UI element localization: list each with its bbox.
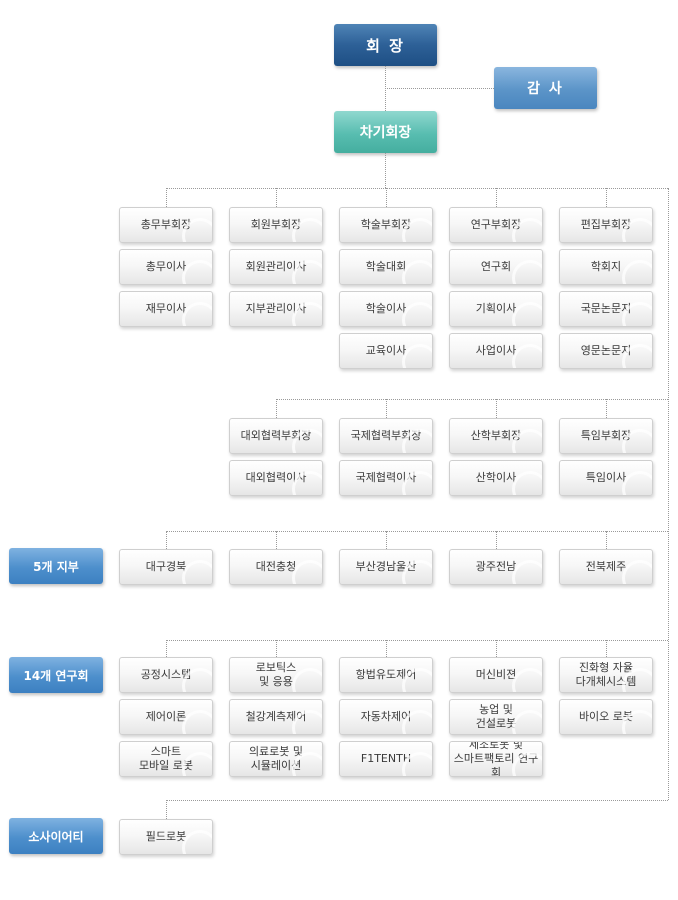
branch-box[interactable]: 광주전남 <box>449 549 543 585</box>
committees-bus <box>166 188 668 189</box>
societies-label[interactable]: 소사이어티 <box>9 818 103 854</box>
research-drop-connector <box>386 640 387 657</box>
committee-box[interactable]: 국문논문지 <box>559 291 653 327</box>
research-group-box[interactable]: 철강계측제어 <box>229 699 323 735</box>
branch-box[interactable]: 부산경남울산 <box>339 549 433 585</box>
committee-2-box[interactable]: 특임이사 <box>559 460 653 496</box>
research-group-box[interactable]: 의료로봇 및 시뮬레이션 <box>229 741 323 777</box>
committee-2-box[interactable]: 대외협력부회장 <box>229 418 323 454</box>
committee-box[interactable]: 학술이사 <box>339 291 433 327</box>
committee-box[interactable]: 학회지 <box>559 249 653 285</box>
branch-box[interactable]: 대구경북 <box>119 549 213 585</box>
auditor-label: 감 사 <box>527 81 564 97</box>
vice-president-label: 차기회장 <box>359 125 412 141</box>
committee-2-box[interactable]: 산학이사 <box>449 460 543 496</box>
research-group-box[interactable]: 농업 및 건설로봇 <box>449 699 543 735</box>
research-group-box[interactable]: 항법유도제어 <box>339 657 433 693</box>
committee-2-drop-connector <box>496 399 497 418</box>
committee-drop-connector <box>496 188 497 207</box>
committee-box[interactable]: 총무이사 <box>119 249 213 285</box>
committee-2-box[interactable]: 특임부회장 <box>559 418 653 454</box>
societies-label-text: 소사이어티 <box>28 829 84 844</box>
spine-connector <box>668 188 669 800</box>
president-box[interactable]: 회 장 <box>334 24 437 66</box>
committee-box[interactable]: 연구회 <box>449 249 543 285</box>
committee-2-drop-connector <box>276 399 277 418</box>
research-group-box[interactable]: 자동차제어 <box>339 699 433 735</box>
research-bus <box>166 640 668 641</box>
research-group-box[interactable]: 제어이론 <box>119 699 213 735</box>
committee-box[interactable]: 총무부회장 <box>119 207 213 243</box>
committee-drop-connector <box>276 188 277 207</box>
committee-2-box[interactable]: 산학부회장 <box>449 418 543 454</box>
committee-box[interactable]: 지부관리이사 <box>229 291 323 327</box>
branch-box[interactable]: 전북제주 <box>559 549 653 585</box>
branches-bus <box>166 531 668 532</box>
research-group-box[interactable]: 머신비젼 <box>449 657 543 693</box>
research-drop-connector <box>276 640 277 657</box>
branch-drop-connector <box>276 531 277 549</box>
research-drop-connector <box>606 640 607 657</box>
committee-drop-connector <box>386 188 387 207</box>
committee-2-box[interactable]: 국제협력부회장 <box>339 418 433 454</box>
branch-drop-connector <box>496 531 497 549</box>
research-groups-label[interactable]: 14개 연구회 <box>9 657 103 693</box>
auditor-connector <box>385 88 494 89</box>
research-group-box[interactable]: 바이오 로봇 <box>559 699 653 735</box>
research-group-box[interactable]: 로보틱스 및 응용 <box>229 657 323 693</box>
committee-box[interactable]: 기획이사 <box>449 291 543 327</box>
vice-president-box[interactable]: 차기회장 <box>334 111 437 153</box>
committee-box[interactable]: 회원부회장 <box>229 207 323 243</box>
committee-2-box[interactable]: 국제협력이사 <box>339 460 433 496</box>
branches-label-text: 5개 지부 <box>33 559 79 574</box>
research-group-box[interactable]: 공정시스템 <box>119 657 213 693</box>
society-drop-connector <box>166 800 167 819</box>
committee-box[interactable]: 영문논문지 <box>559 333 653 369</box>
auditor-box[interactable]: 감 사 <box>494 67 597 109</box>
committee-2-drop-connector <box>606 399 607 418</box>
branches-label[interactable]: 5개 지부 <box>9 548 103 584</box>
societies-bus <box>166 800 668 801</box>
committee-box[interactable]: 회원관리이사 <box>229 249 323 285</box>
committee-box[interactable]: 사업이사 <box>449 333 543 369</box>
committee-box[interactable]: 연구부회장 <box>449 207 543 243</box>
research-group-box[interactable]: 스마트 모바일 로봇 <box>119 741 213 777</box>
research-drop-connector <box>496 640 497 657</box>
research-group-box[interactable]: F1TENTH <box>339 741 433 777</box>
branch-box[interactable]: 대전충청 <box>229 549 323 585</box>
society-box[interactable]: 필드로봇 <box>119 819 213 855</box>
branch-drop-connector <box>386 531 387 549</box>
branch-drop-connector <box>606 531 607 549</box>
committee-box[interactable]: 학술대회 <box>339 249 433 285</box>
committee-drop-connector <box>166 188 167 207</box>
branch-drop-connector <box>166 531 167 549</box>
research-group-box[interactable]: 진화형 자율 다개체시스템 <box>559 657 653 693</box>
committee-box[interactable]: 학술부회장 <box>339 207 433 243</box>
committee-2-box[interactable]: 대외협력이사 <box>229 460 323 496</box>
committee-box[interactable]: 재무이사 <box>119 291 213 327</box>
committee-2-drop-connector <box>386 399 387 418</box>
committee-drop-connector <box>606 188 607 207</box>
research-drop-connector <box>166 640 167 657</box>
president-label: 회 장 <box>366 36 405 55</box>
research-groups-label-text: 14개 연구회 <box>23 668 89 683</box>
committees-2-bus <box>276 399 668 400</box>
research-group-box[interactable]: 제조로봇 및 스마트팩토리 연구회 <box>449 741 543 777</box>
committee-box[interactable]: 교육이사 <box>339 333 433 369</box>
committee-box[interactable]: 편집부회장 <box>559 207 653 243</box>
vice-down-connector <box>385 153 386 188</box>
